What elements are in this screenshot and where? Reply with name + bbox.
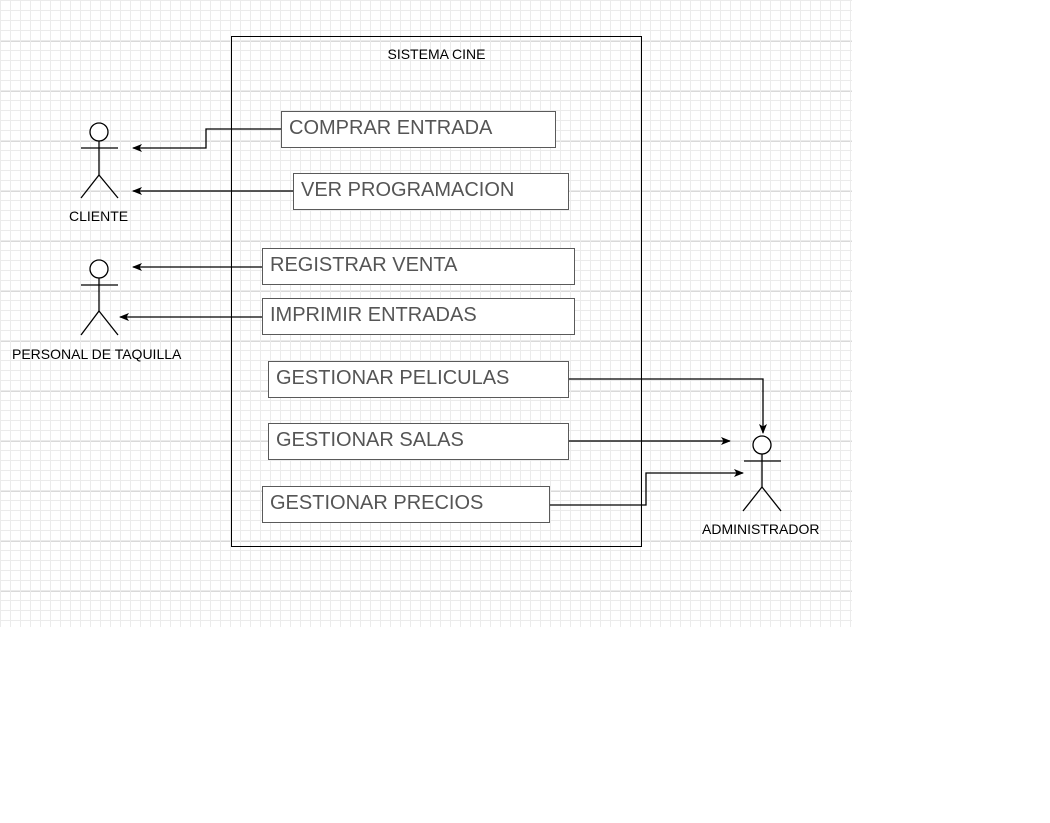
system-title: SISTEMA CINE xyxy=(387,46,486,62)
usecase-ver-programacion[interactable]: VER PROGRAMACION xyxy=(293,173,569,210)
actor-cliente-label: CLIENTE xyxy=(69,208,129,224)
usecase-gestionar-salas[interactable]: GESTIONAR SALAS xyxy=(268,423,569,460)
actor-admin-figure[interactable] xyxy=(742,435,782,512)
actor-taquilla-figure[interactable] xyxy=(80,259,119,336)
connector-peliculas-admin[interactable] xyxy=(568,378,767,434)
usecase-comprar-entrada[interactable]: COMPRAR ENTRADA xyxy=(281,111,556,148)
usecase-gestionar-peliculas[interactable]: GESTIONAR PELICULAS xyxy=(268,361,569,398)
connector-comprar-cliente[interactable] xyxy=(132,128,281,152)
actor-cliente-figure[interactable] xyxy=(80,122,119,199)
usecase-registrar-venta[interactable]: REGISTRAR VENTA xyxy=(262,248,575,285)
usecase-gestionar-precios[interactable]: GESTIONAR PRECIOS xyxy=(262,486,550,523)
actor-admin-label: ADMINISTRADOR xyxy=(702,521,820,537)
system-boundary[interactable] xyxy=(231,36,642,547)
usecase-imprimir-entradas[interactable]: IMPRIMIR ENTRADAS xyxy=(262,298,575,335)
actor-taquilla-label: PERSONAL DE TAQUILLA xyxy=(12,346,182,362)
connector-precios-admin[interactable] xyxy=(550,469,744,506)
